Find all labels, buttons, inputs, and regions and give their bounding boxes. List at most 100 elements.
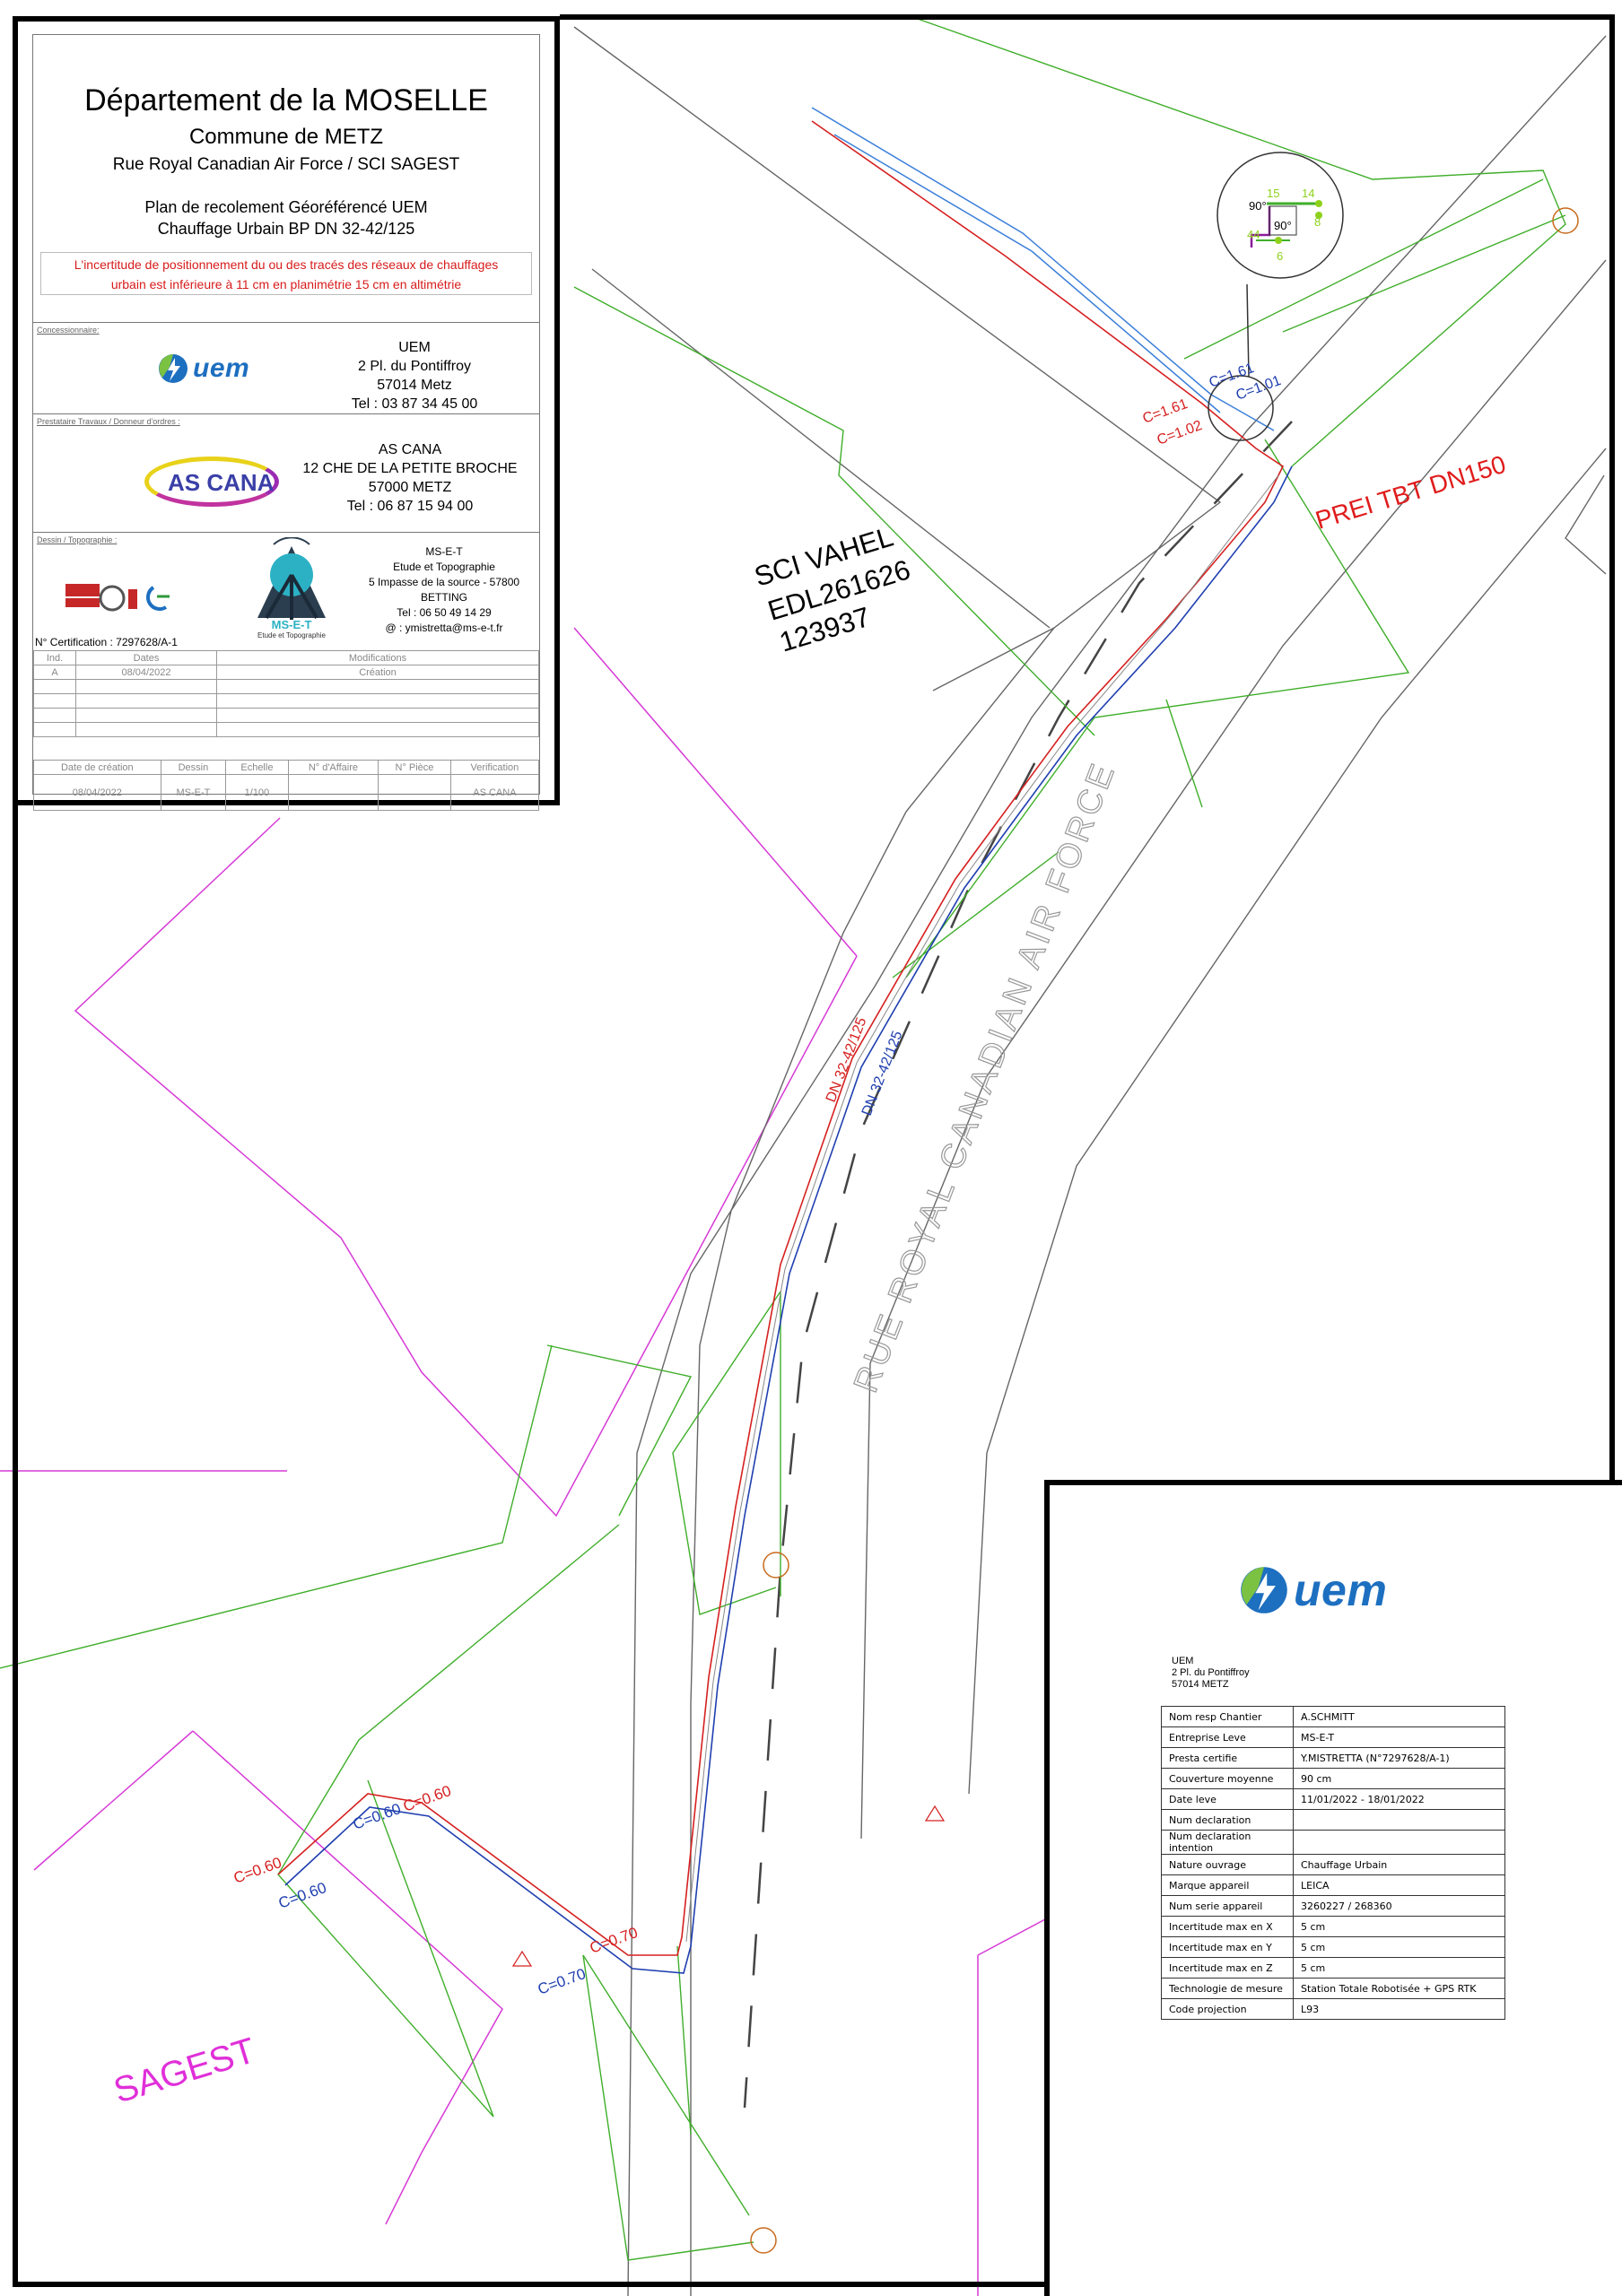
info-key: Incertitude max en Y [1161,1936,1294,1958]
concessionnaire-section: Concessionnaire: uem UEM 2 Pl. du Pontif… [33,322,539,414]
info-key: Entreprise Leve [1161,1726,1294,1748]
info-value: 5 cm [1293,1936,1505,1958]
info-key: Presta certifie [1161,1747,1294,1769]
ascana-addr1: 12 CHE DE LA PETITE BROCHE [302,461,518,476]
mset-name: MS-E-T [425,545,463,558]
department-title: Département de la MOSELLE [84,83,488,117]
uncertainty-line1: L'incertitude de positionnement du ou de… [74,257,499,272]
rev-header-dates: Dates [75,650,217,665]
info-value [1293,1830,1505,1855]
info-key: Code projection [1161,1998,1294,2020]
pipe-red [277,120,1285,1956]
cover-label: C=0.60 [401,1782,453,1815]
info-key: Num declaration [1161,1809,1294,1831]
rev-ind: A [33,665,76,680]
street-title: Rue Royal Canadian Air Force / SCI SAGES… [112,155,460,174]
cover-label: C=1.61 [1141,396,1190,427]
uem-address: UEM 2 Pl. du Pontiffroy 57014 Metz Tel :… [329,338,500,413]
uem-addr2: 57014 Metz [377,378,452,393]
ascana-ring [144,457,279,507]
mset-logo-sub: Etude et Topographie [257,631,326,639]
prei-label: PREI TBT DN150 [1312,450,1509,535]
info-key: Nature ouvrage [1161,1854,1294,1875]
frame-right-border [1609,14,1615,1485]
mset-desc: Etude et Topographie [393,561,495,573]
info-key: Technologie de mesure [1161,1978,1294,1999]
sagest-label: SAGEST [109,2031,260,2111]
cover-label: C=0.70 [536,1965,588,1998]
info-key: Marque appareil [1161,1874,1294,1896]
ascana-address: AS CANA 12 CHE DE LA PETITE BROCHE 57000… [302,440,518,516]
hdr-dessin: Dessin [160,760,227,775]
info-value: MS-E-T [1293,1726,1505,1748]
detail-label: 14 [1302,187,1314,200]
pipe-blue [284,465,1293,1974]
cover-label: C=0.60 [231,1854,283,1887]
dessin-section: Dessin / Topographie : MS-E-T Etude et T… [33,532,539,650]
mset-address: MS-E-T Etude et Topographie 5 Impasse de… [347,544,541,636]
val-date-creation: 08/04/2022 [33,774,161,811]
revision-empty-row [33,708,539,723]
info-table-row: Num declaration intention [1161,1830,1505,1855]
survey-info-block: uem UEM 2 Pl. du Pontiffroy 57014 METZ N… [1044,1480,1622,2296]
title-block-inner: Département de la MOSELLE Commune de MET… [32,34,540,811]
revision-empty-row [33,693,539,709]
certification-number: N° Certification : 7297628/A-1 [35,636,178,648]
hdr-echelle: Echelle [225,760,289,775]
detail-label: 44 [1247,228,1260,241]
info-key: Nom resp Chantier [1161,1706,1294,1727]
info-value: Station Totale Robotisée + GPS RTK [1293,1978,1505,1999]
ascana-tel: Tel : 06 87 15 94 00 [346,499,474,514]
info-uem-logo: uem [1238,1564,1387,1616]
info-value: 5 cm [1293,1957,1505,1979]
hdr-piece: N° Pièce [378,760,451,775]
rev-header-modifications: Modifications [216,650,539,665]
detail-label: 90° [1274,219,1292,232]
hdr-affaire: N° d'Affaire [287,760,379,775]
detail-label: 8 [1314,215,1321,229]
revision-empty-row [33,722,539,737]
val-affaire [287,774,379,811]
info-value: 11/01/2022 - 18/01/2022 [1293,1788,1505,1810]
title-block-header: Département de la MOSELLE Commune de MET… [33,35,539,323]
uem-logo-text: uem [193,353,250,383]
info-key: Incertitude max en X [1161,1916,1294,1937]
cover-label: C=0.60 [276,1879,328,1912]
road-outlines [573,26,1607,2296]
mset-tel: Tel : 06 50 49 14 29 [397,606,492,619]
title-block: Département de la MOSELLE Commune de MET… [13,16,560,811]
detail-label: 90° [1249,199,1267,213]
uem-addr1: 2 Pl. du Pontiffroy [358,359,471,374]
info-value: 3260227 / 268360 [1293,1895,1505,1917]
revision-header-row: Ind. Dates Modifications [33,650,539,665]
info-value [1293,1809,1505,1831]
dn-blue-label: DN 32-42/125 [859,1029,906,1118]
revision-row: A 08/04/2022 Création [33,665,539,680]
info-address: UEM 2 Pl. du Pontiffroy 57014 METZ [1172,1656,1250,1691]
uncertainty-note: L'incertitude de positionnement du ou de… [40,252,532,295]
drawing-info-table: Date de création Dessin Echelle N° d'Aff… [33,760,540,811]
junction-markers [750,207,1579,2254]
plan-title-line1: Plan de recolement Géoréférencé UEM [144,198,428,216]
info-key: Num serie appareil [1161,1895,1294,1917]
frame-left-border [13,798,18,2287]
rev-modification: Création [216,665,539,680]
info-addr-line2: 57014 METZ [1172,1679,1229,1690]
lightning-icon [1241,1567,1287,1613]
uem-tel: Tel : 03 87 34 45 00 [351,396,478,412]
ascana-name: AS CANA [378,442,442,457]
info-value: A.SCHMITT [1293,1706,1505,1727]
cover-label: C=1.02 [1155,418,1205,448]
survey-lines [0,17,1566,2261]
rev-header-ind: Ind. [33,650,76,665]
